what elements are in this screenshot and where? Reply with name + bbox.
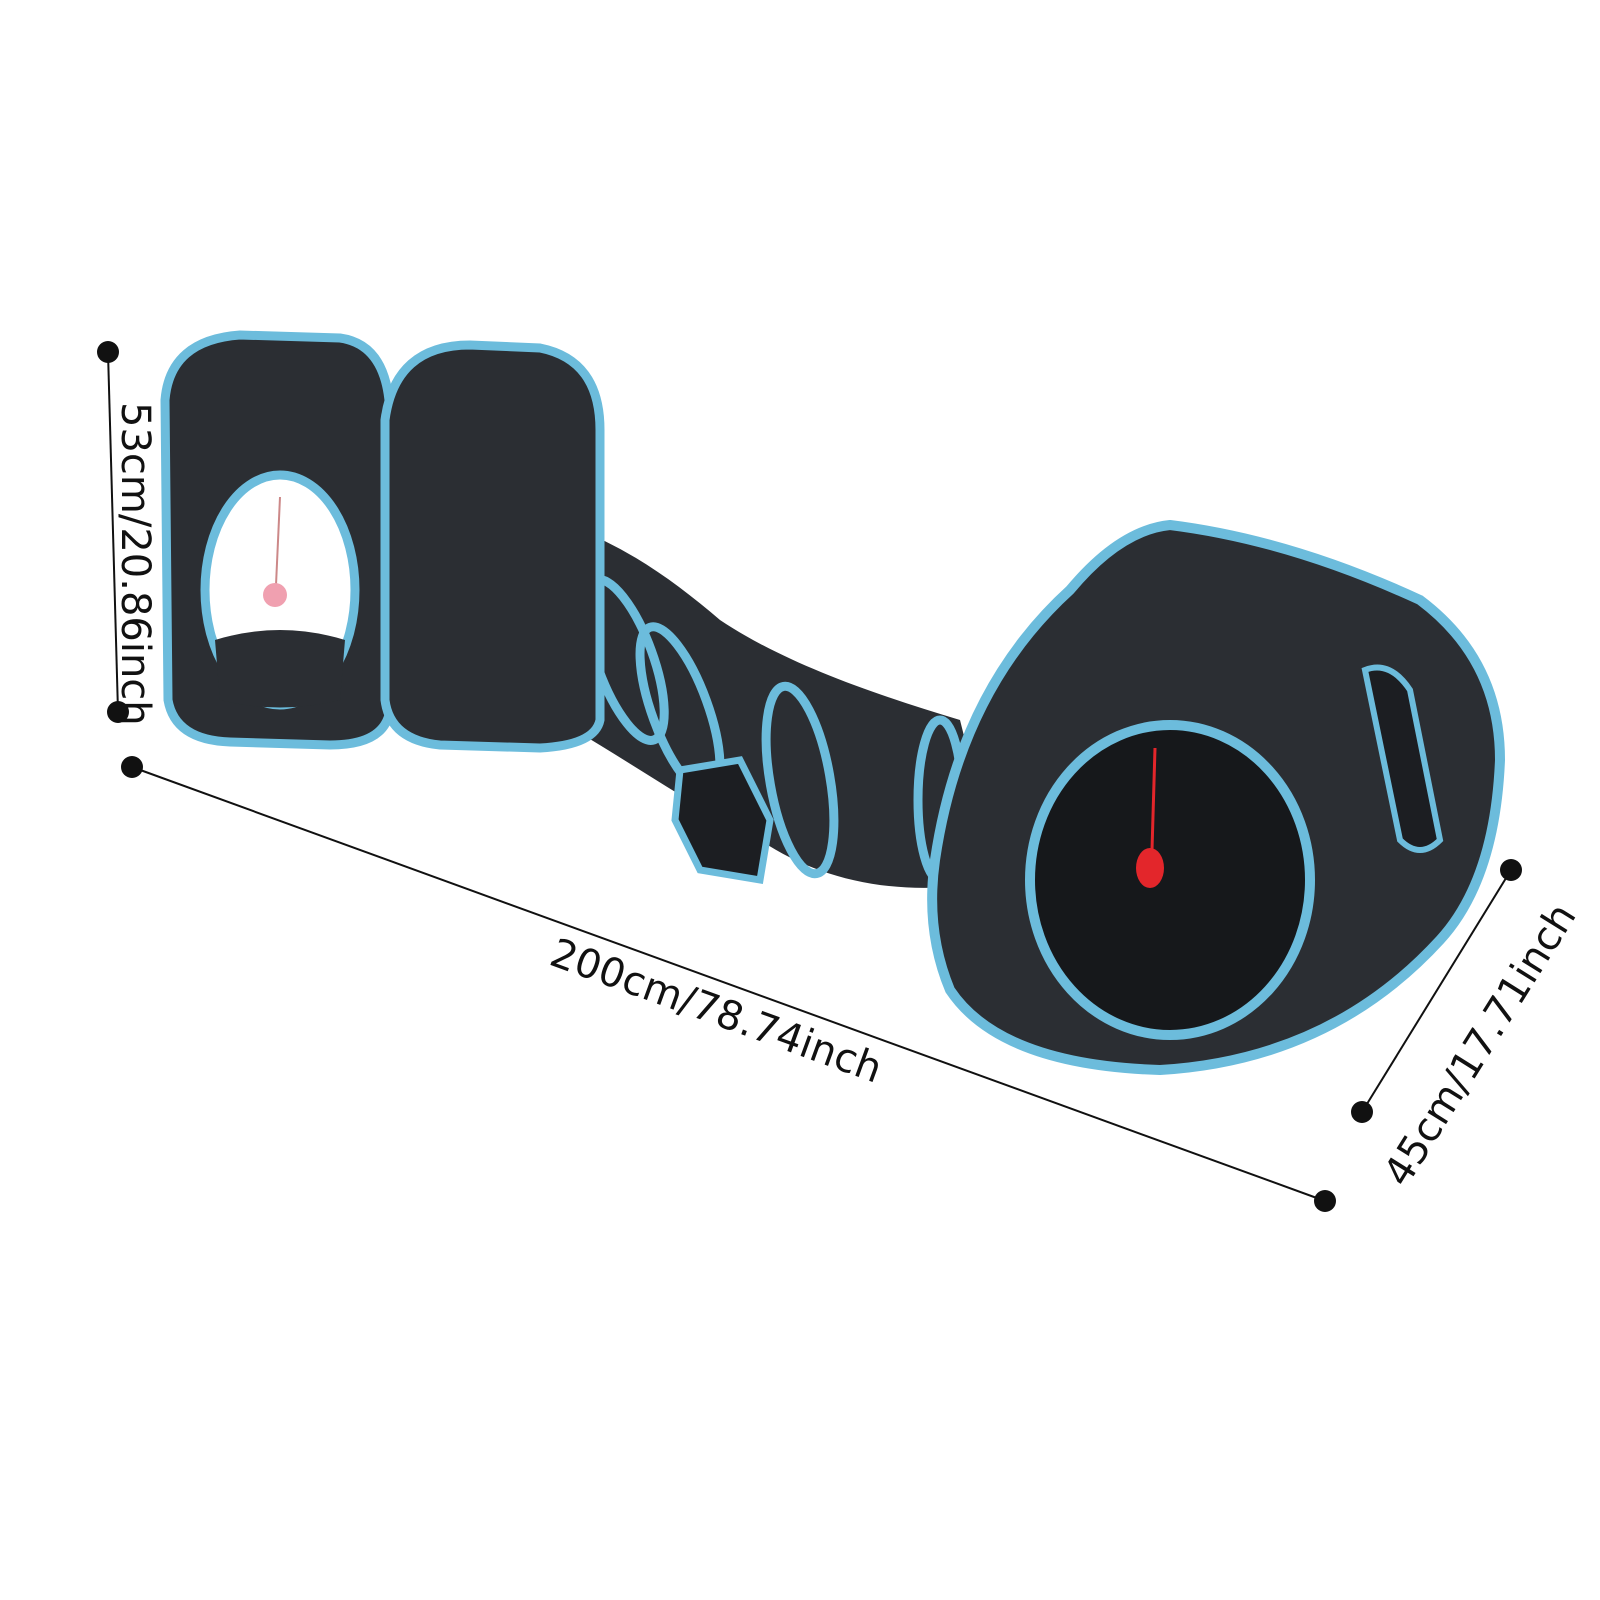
length-dimension-line: [121, 756, 1336, 1212]
triangle-tent: [927, 519, 1506, 1076]
width-dimension-line: [1351, 859, 1522, 1123]
pom-pom-toy-icon: [1136, 848, 1164, 888]
ball-toy-icon: [263, 583, 287, 607]
height-label: 53cm/20.86inch: [112, 402, 158, 726]
left-cube: [160, 330, 395, 750]
middle-cube: [380, 340, 605, 753]
height-dimension-line: [97, 341, 129, 723]
